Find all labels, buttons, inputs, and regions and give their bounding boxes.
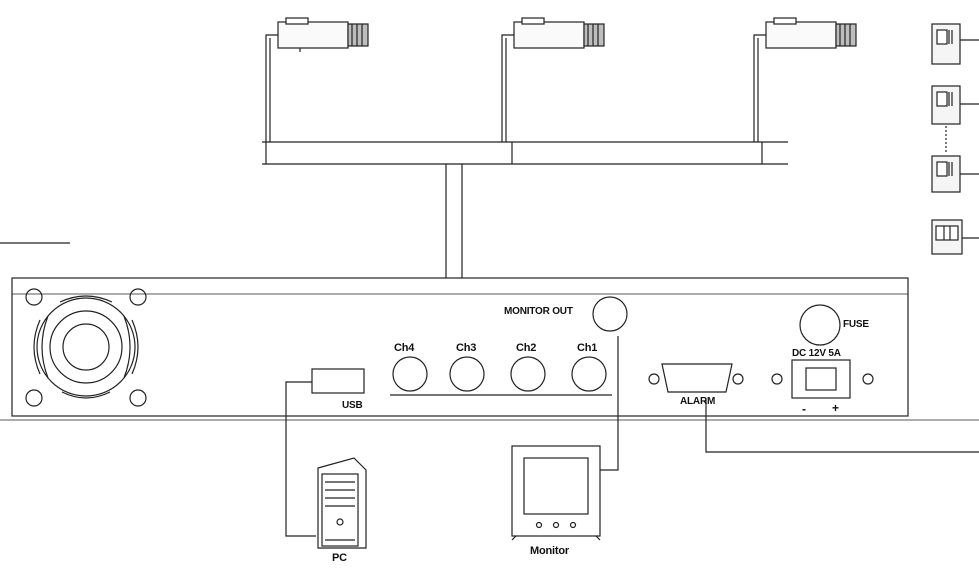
- pc-icon: [317, 457, 367, 549]
- bnc-ch4[interactable]: [392, 356, 428, 392]
- ch4-label: Ch4: [394, 342, 415, 354]
- usb-port[interactable]: [311, 368, 365, 394]
- monitor-out-connector[interactable]: [592, 296, 628, 332]
- fuse-holder[interactable]: [799, 304, 841, 346]
- alarm-cable: [705, 400, 979, 453]
- usb-cable: [285, 381, 316, 537]
- sensor-3: [931, 155, 979, 193]
- power-label: DC 12V 5A: [792, 348, 841, 359]
- alarm-port[interactable]: [648, 363, 744, 393]
- alarm-label: ALARM: [680, 396, 716, 407]
- monitor-label: Monitor: [530, 545, 569, 557]
- ch1-label: Ch1: [577, 342, 598, 354]
- bnc-ch1[interactable]: [571, 356, 607, 392]
- monitor-icon: [511, 445, 601, 541]
- camera-2: [501, 17, 605, 142]
- ch2-label: Ch2: [516, 342, 537, 354]
- bnc-ch2[interactable]: [510, 356, 546, 392]
- usb-label: USB: [342, 400, 363, 411]
- dvr-back-panel: [0, 242, 979, 421]
- sensor-4: [931, 219, 979, 255]
- sensor-1: [931, 23, 979, 65]
- power-minus-label: -: [802, 402, 806, 416]
- camera-1: [265, 17, 369, 142]
- power-connector[interactable]: [771, 359, 874, 399]
- monitor-cable: [600, 336, 619, 471]
- fuse-label: FUSE: [843, 319, 869, 330]
- power-plus-label: +: [832, 401, 839, 415]
- camera-3: [753, 17, 857, 142]
- fan-icon: [25, 288, 147, 407]
- monitor-out-label: MONITOR OUT: [504, 306, 573, 317]
- bnc-ch3[interactable]: [449, 356, 485, 392]
- pc-label: PC: [332, 552, 347, 564]
- sensor-2: [931, 85, 979, 154]
- ch3-label: Ch3: [456, 342, 477, 354]
